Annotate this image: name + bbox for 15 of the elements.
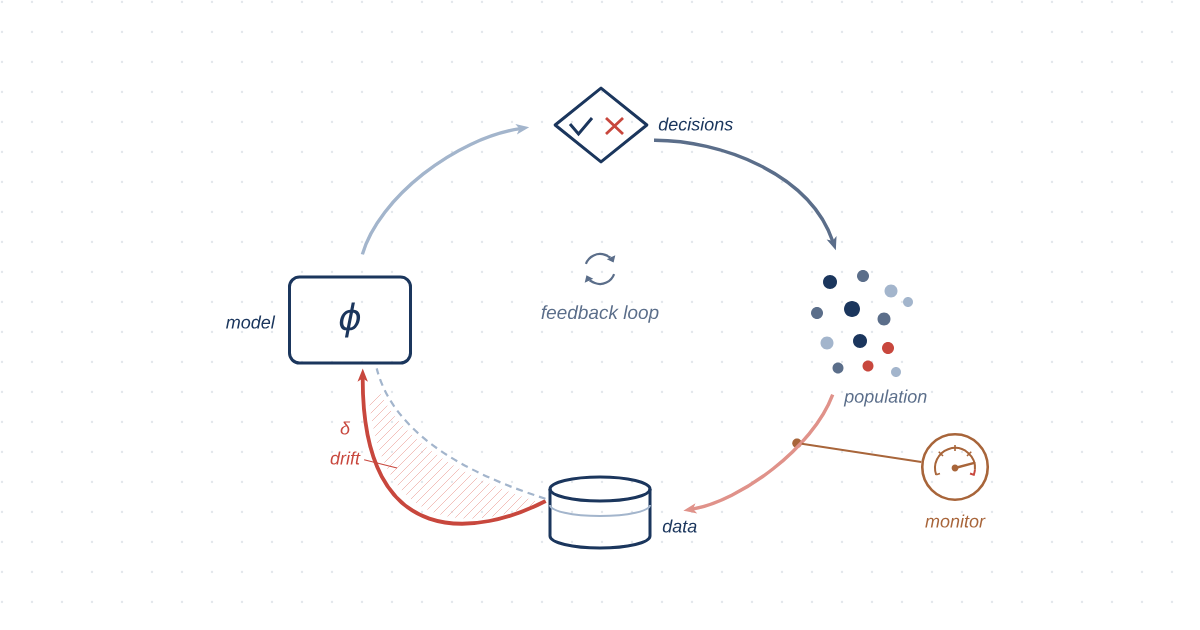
node-label: monitor [925,514,986,528]
node-label: data [662,519,697,533]
loop-label: feedback loop [541,305,659,323]
node-label: population [843,389,927,407]
monitor-circle [920,432,990,502]
node-label: model [226,315,276,329]
dashed-line [375,368,546,500]
decision-diamond [553,86,649,164]
leader-line [363,459,398,469]
node-label: decisions [658,117,733,131]
leader-line [800,442,923,463]
rounded-box: ϕ [288,275,412,365]
drift-label: δ drift [330,421,361,465]
dot-cluster [811,270,913,377]
database-cylinder [548,475,652,550]
